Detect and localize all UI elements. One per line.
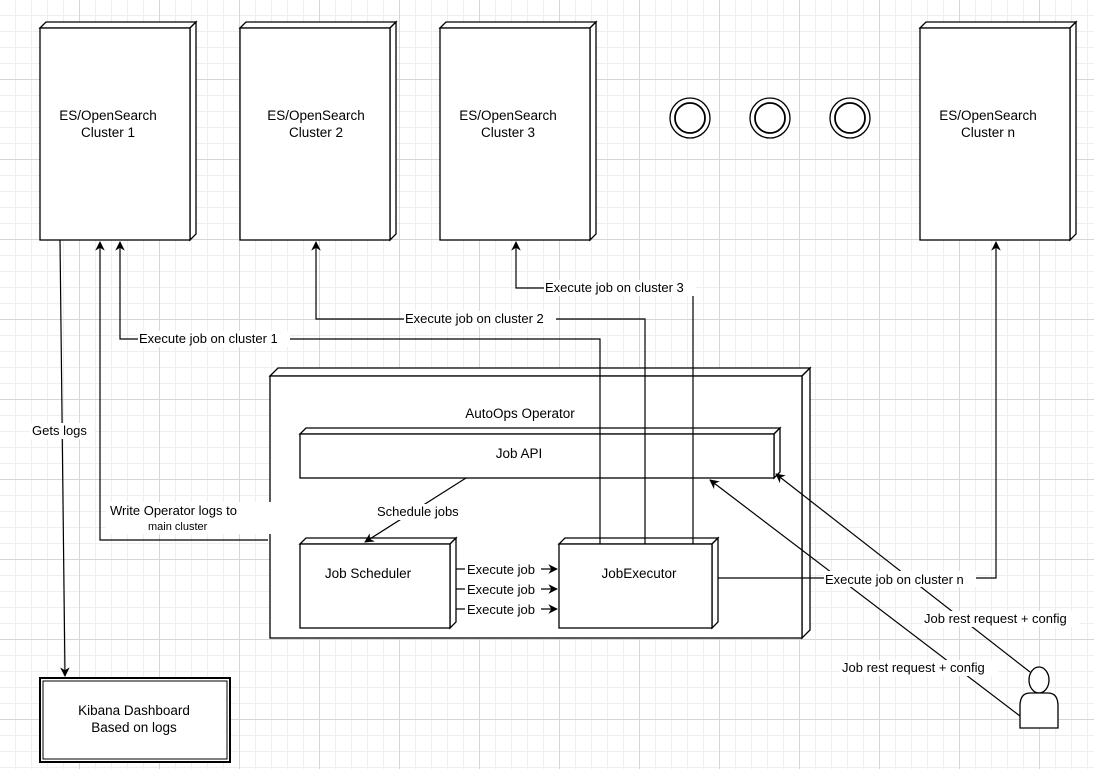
ellipsis-circle-icon xyxy=(829,97,871,139)
cluster-node-3[interactable]: ES/OpenSearch Cluster 3 xyxy=(438,20,598,242)
cluster-3-name: ES/OpenSearch xyxy=(459,108,557,123)
schedule-jobs-label: Schedule jobs xyxy=(377,504,459,519)
job-api-node[interactable]: Job API xyxy=(298,426,782,480)
ellipsis-circle-icon xyxy=(749,97,791,139)
cluster-n-number: Cluster n xyxy=(961,125,1015,140)
job-rest-label-1: Job rest request + config xyxy=(924,611,1067,626)
kibana-title: Kibana Dashboard xyxy=(78,703,190,718)
cluster-node-1[interactable]: ES/OpenSearch Cluster 1 xyxy=(38,20,198,242)
execute-job-label-2: Execute job xyxy=(467,582,535,597)
operator-title: AutoOps Operator xyxy=(465,406,575,421)
cluster-2-name: ES/OpenSearch xyxy=(267,108,365,123)
write-logs-sublabel: main cluster xyxy=(148,521,208,533)
exec-cluster-n-edge xyxy=(718,241,1001,579)
cluster-n-name: ES/OpenSearch xyxy=(939,108,1037,123)
kibana-dashboard-node[interactable]: Kibana Dashboard Based on logs xyxy=(39,677,231,763)
job-executor-label: JobExecutor xyxy=(601,566,677,581)
ellipsis-circle-icon xyxy=(669,97,711,139)
exec-cluster-1-label: Execute job on cluster 1 xyxy=(139,331,278,346)
gets-logs-label: Gets logs xyxy=(32,423,87,438)
job-scheduler-node[interactable]: Job Scheduler xyxy=(298,536,458,630)
execute-job-label-1: Execute job xyxy=(467,562,535,577)
write-logs-edge xyxy=(95,241,268,541)
job-rest-edge-2 xyxy=(709,479,1021,717)
exec-cluster-n-label: Execute job on cluster n xyxy=(825,572,964,587)
gets-logs-edge xyxy=(59,239,70,677)
exec-cluster-3-label: Execute job on cluster 3 xyxy=(545,280,684,295)
cluster-node-n[interactable]: ES/OpenSearch Cluster n xyxy=(918,20,1078,242)
job-rest-label-2: Job rest request + config xyxy=(842,660,985,675)
job-executor-node[interactable]: JobExecutor xyxy=(557,536,720,630)
cluster-2-number: Cluster 2 xyxy=(289,125,343,140)
exec-cluster-2-label: Execute job on cluster 2 xyxy=(405,311,544,326)
exec-cluster-1-edge xyxy=(115,241,601,544)
job-scheduler-label: Job Scheduler xyxy=(325,566,412,581)
write-logs-label: Write Operator logs to xyxy=(110,503,237,518)
job-api-label: Job API xyxy=(496,446,543,461)
cluster-3-number: Cluster 3 xyxy=(481,125,535,140)
cluster-1-name: ES/OpenSearch xyxy=(59,108,157,123)
cluster-node-2[interactable]: ES/OpenSearch Cluster 2 xyxy=(238,20,398,242)
cluster-1-number: Cluster 1 xyxy=(81,125,135,140)
execute-job-label-3: Execute job xyxy=(467,602,535,617)
user-actor-icon[interactable] xyxy=(1019,666,1059,729)
kibana-subtitle: Based on logs xyxy=(91,720,177,735)
